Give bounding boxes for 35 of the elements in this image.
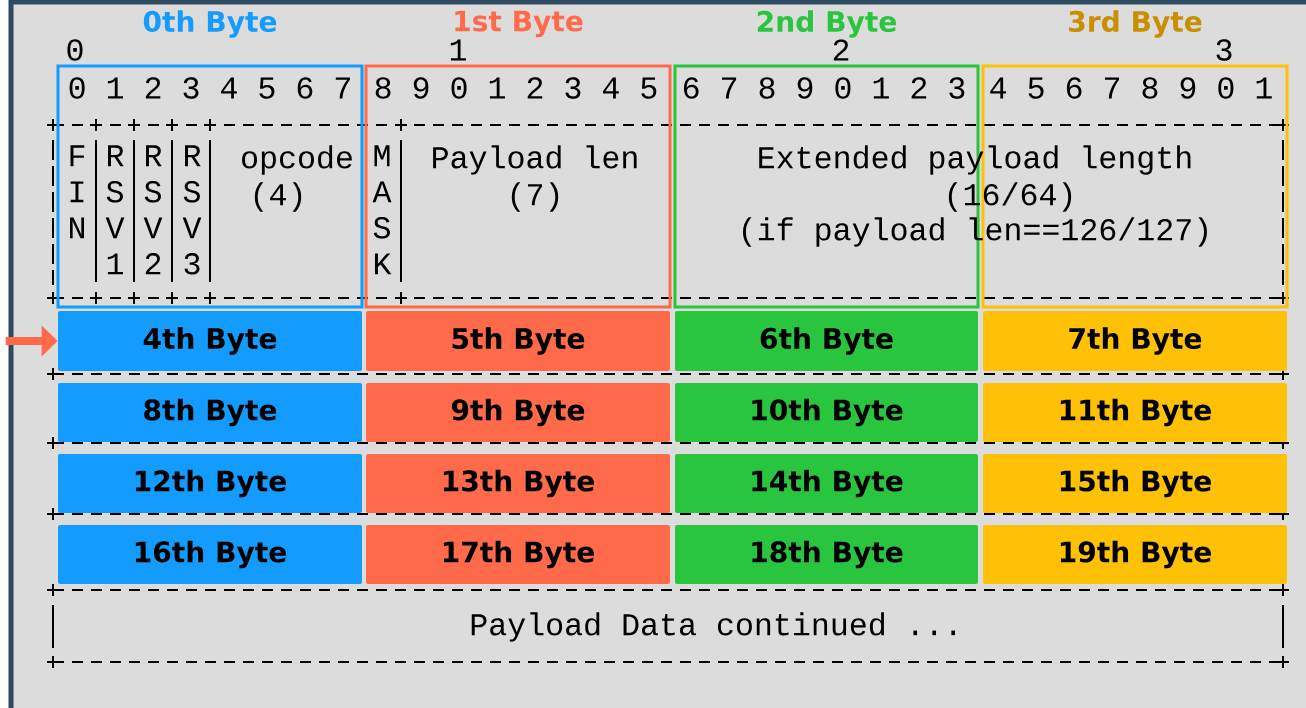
byte-cell: 14th Byte xyxy=(675,454,978,513)
byte-cell: 6th Byte xyxy=(675,311,978,371)
field-label: Payload Data continued ... xyxy=(471,612,955,642)
byte-cell: 11th Byte xyxy=(983,383,1287,442)
byte-cell: 5th Byte xyxy=(366,311,670,371)
field-label: (7) xyxy=(511,182,559,212)
byte-heading: 1st Byte xyxy=(455,10,583,38)
byte-heading: 0th Byte xyxy=(143,10,277,38)
byte-cell: 9th Byte xyxy=(366,383,670,442)
field-label: Payload len xyxy=(433,145,637,175)
byte-heading: 3rd Byte xyxy=(1069,10,1202,38)
byte-cell: 4th Byte xyxy=(58,311,362,371)
field-label: R S V 2 xyxy=(143,145,163,275)
bit-offset: 1 xyxy=(450,39,466,61)
field-label: R S V 3 xyxy=(182,145,202,275)
byte-cell: 17th Byte xyxy=(366,525,670,584)
field-label: R S V 1 xyxy=(105,145,125,275)
field-label: F I N xyxy=(70,145,85,239)
bit-numbers: 4 5 6 7 8 9 0 1 xyxy=(990,77,1272,99)
byte-cell: 15th Byte xyxy=(983,454,1287,513)
field-label: opcode xyxy=(242,145,352,175)
byte-cell: 8th Byte xyxy=(58,383,362,442)
byte-cell: 19th Byte xyxy=(983,525,1287,584)
byte-cell: 10th Byte xyxy=(675,383,978,442)
field-label: (4) xyxy=(254,182,302,212)
byte-cell: 16th Byte xyxy=(58,525,362,584)
byte-heading: 2nd Byte xyxy=(757,10,896,38)
bit-numbers: 0 1 2 3 4 5 6 7 xyxy=(69,77,350,99)
byte-cell: 12th Byte xyxy=(58,454,362,513)
bit-numbers: 8 9 0 1 2 3 4 5 xyxy=(375,77,657,99)
field-label: M A S K xyxy=(372,145,392,275)
byte-cell: 7th Byte xyxy=(983,311,1287,371)
bit-numbers: 6 7 8 9 0 1 2 3 xyxy=(684,77,965,99)
byte-cell: 18th Byte xyxy=(675,525,978,584)
byte-cell: 13th Byte xyxy=(366,454,670,513)
